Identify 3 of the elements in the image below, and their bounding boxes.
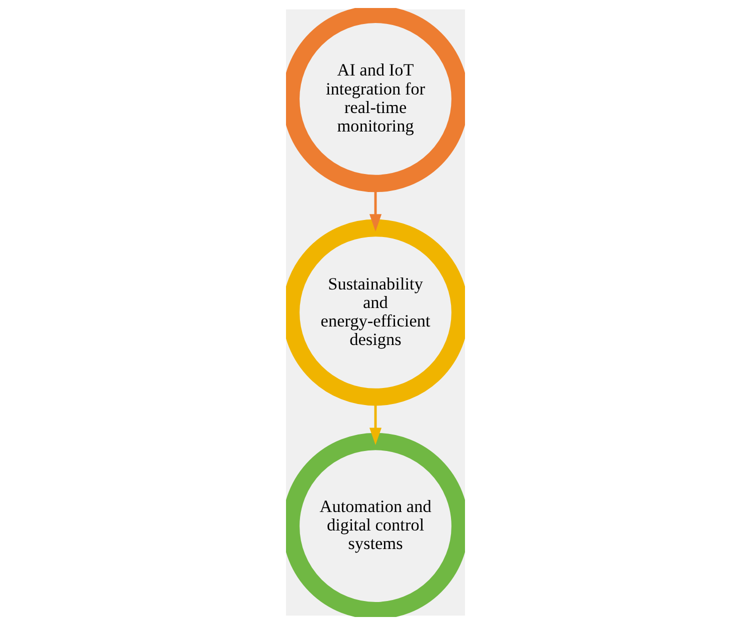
node-circle: Automation and digital control systems bbox=[286, 432, 464, 617]
node-circle: AI and IoT integration for real-time monitoring bbox=[286, 8, 464, 192]
node-circle: Sustainability and energy-efficient designs bbox=[286, 219, 464, 406]
